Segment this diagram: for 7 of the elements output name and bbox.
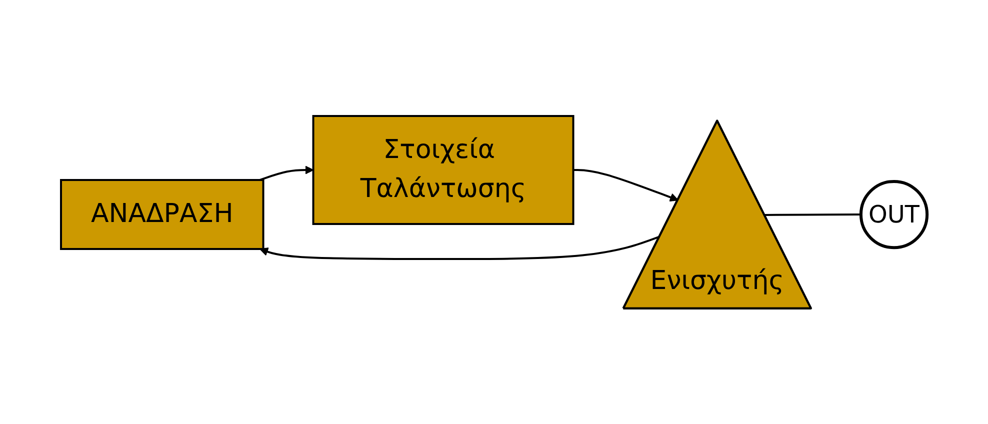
node-circle: OUT [859,180,929,249]
arrow [573,168,678,202]
node-box: ΑΝΑΔΡΑΣΗ [60,178,264,250]
connector [764,213,861,216]
node-box: Στοιχεία Ταλάντωσης [312,114,574,225]
arrow [259,236,660,260]
arrow [260,165,314,181]
